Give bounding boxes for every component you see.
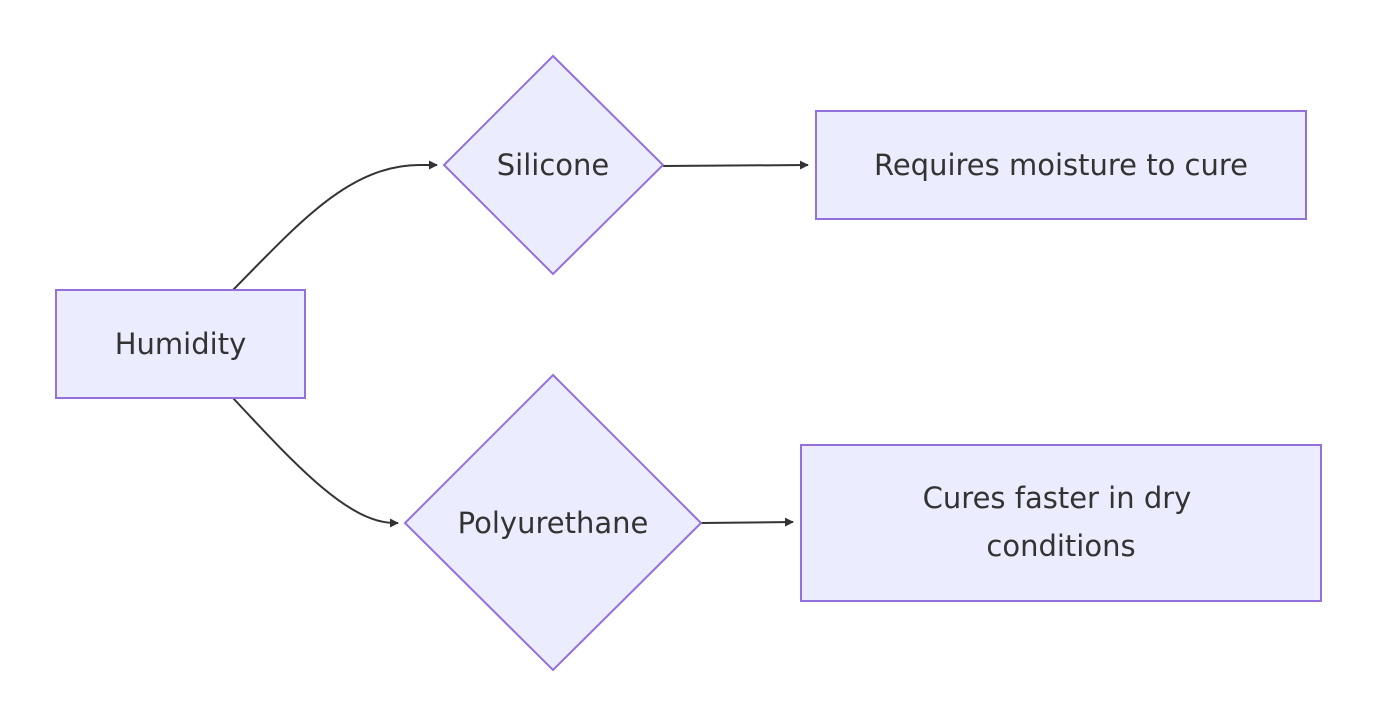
node-silicone-label: Silicone: [497, 148, 610, 182]
node-humidity: Humidity: [55, 289, 306, 399]
edge-silicone-to-requires-moisture: [662, 160, 809, 170]
node-requires-moisture-box: [815, 110, 1307, 220]
node-humidity-label: Humidity: [115, 327, 247, 361]
node-requires-moisture-label: Requires moisture to cure: [874, 148, 1248, 182]
node-cures-faster-label-line-1: Cures faster in dry: [923, 481, 1192, 515]
node-cures-faster-label-line-2: conditions: [986, 529, 1135, 563]
node-polyurethane-label: Polyurethane: [458, 506, 649, 540]
edge-polyurethane-to-cures-faster: [700, 517, 794, 527]
node-cures-faster: Cures faster in dry conditions: [800, 444, 1322, 602]
node-silicone: Silicone: [442, 54, 665, 276]
node-polyurethane: Polyurethane: [403, 373, 703, 672]
node-cures-faster-box: [800, 444, 1322, 602]
node-polyurethane-diamond: [403, 373, 703, 672]
node-humidity-box: [55, 289, 306, 399]
node-requires-moisture: Requires moisture to cure: [815, 110, 1307, 220]
edge-humidity-to-polyurethane: [232, 397, 399, 528]
edge-humidity-to-silicone: [232, 160, 438, 291]
node-silicone-diamond: [442, 54, 665, 276]
